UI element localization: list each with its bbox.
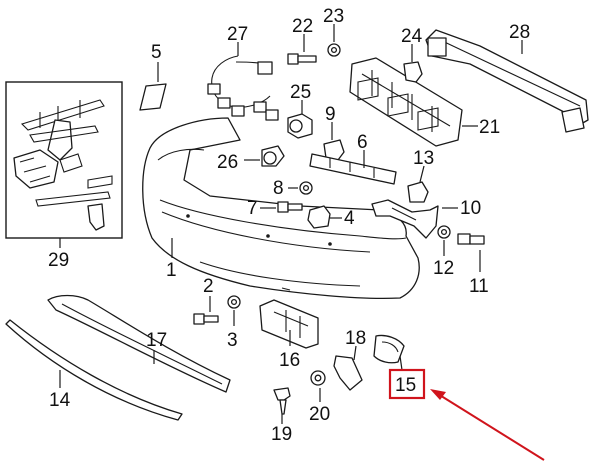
callout-8: 8	[273, 178, 284, 199]
reinforcement-28	[425, 29, 589, 133]
callout-17: 17	[146, 330, 167, 351]
callout-13: 13	[413, 148, 434, 169]
reflector-5	[139, 62, 167, 111]
clip-4	[307, 205, 342, 229]
callout-4: 4	[344, 208, 355, 229]
retainer-9	[323, 122, 345, 161]
callout-12: 12	[433, 258, 454, 279]
callout-22: 22	[292, 16, 313, 37]
callout-14: 14	[49, 390, 71, 411]
absorber-21	[349, 57, 478, 147]
inset-box-29	[5, 81, 123, 248]
callout-2: 2	[203, 276, 214, 297]
sensor-26	[244, 145, 285, 167]
callout-25: 25	[290, 82, 311, 103]
callout-26: 26	[217, 152, 238, 173]
callout-11: 11	[469, 276, 489, 297]
harness-27	[207, 42, 279, 121]
bracket-10	[371, 199, 458, 239]
molding-strip-14	[5, 319, 183, 421]
bracket-6	[309, 150, 397, 185]
bolt-7	[260, 201, 303, 213]
callout-9: 9	[325, 104, 336, 125]
nut-3	[227, 295, 241, 326]
callout-24: 24	[401, 26, 423, 47]
callout-1: 1	[166, 260, 177, 281]
callout-10: 10	[460, 198, 481, 219]
callout-27: 27	[227, 24, 248, 45]
callout-18: 18	[345, 328, 366, 349]
bracket-16	[259, 299, 319, 349]
screw-19	[273, 387, 291, 424]
callout-19: 19	[271, 424, 292, 445]
callout-29: 29	[48, 250, 69, 271]
highlight-arrow	[430, 389, 545, 461]
callout-28: 28	[509, 22, 530, 43]
nut-23	[327, 24, 341, 57]
callout-20: 20	[309, 404, 330, 425]
callout-6: 6	[357, 132, 368, 153]
callout-16: 16	[279, 350, 300, 371]
clip-24	[403, 44, 423, 83]
callout-23: 23	[323, 6, 344, 27]
callout-5: 5	[151, 42, 162, 63]
bolt-11	[457, 233, 485, 272]
retainer-2	[193, 296, 219, 325]
bolt-22	[287, 34, 317, 65]
reflector-strip-17	[47, 294, 231, 393]
clip-13	[407, 165, 429, 203]
nut-12	[437, 225, 451, 256]
sensor-25	[287, 100, 313, 139]
highlight-box	[388, 368, 426, 400]
callout-7: 7	[247, 198, 258, 219]
bracket-18	[333, 345, 363, 391]
callout-15[interactable]: 15	[395, 375, 416, 396]
washer-8	[288, 181, 313, 195]
tow-cover-15	[373, 334, 405, 371]
callout-21: 21	[479, 117, 500, 138]
callout-3: 3	[227, 330, 238, 351]
nut-20	[310, 370, 326, 402]
